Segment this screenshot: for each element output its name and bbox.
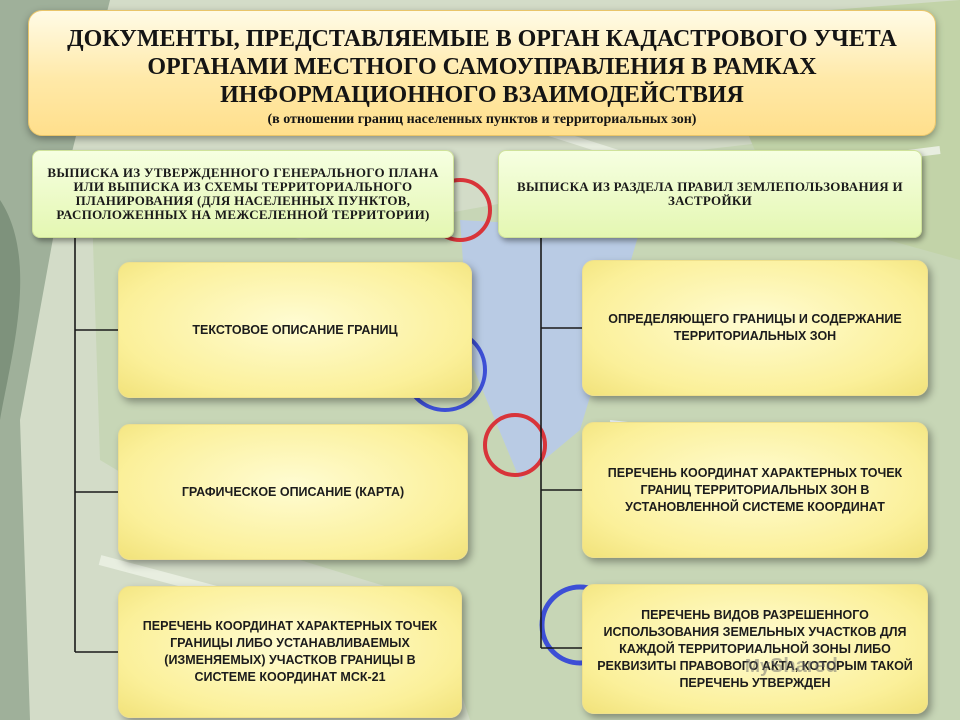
right-item-zone-boundaries: ОПРЕДЕЛЯЮЩЕГО ГРАНИЦЫ И СОДЕРЖАНИЕ ТЕРРИ… xyxy=(582,260,928,396)
left-item-text-description: ТЕКСТОВОЕ ОПИСАНИЕ ГРАНИЦ xyxy=(118,262,472,398)
left-item-coordinates-list: ПЕРЕЧЕНЬ КООРДИНАТ ХАРАКТЕРНЫХ ТОЧЕК ГРА… xyxy=(118,586,462,718)
page-subtitle: (в отношении границ населенных пунктов и… xyxy=(267,112,697,127)
right-column-header: ВЫПИСКА ИЗ РАЗДЕЛА ПРАВИЛ ЗЕМЛЕПОЛЬЗОВАН… xyxy=(498,150,922,238)
right-item-permitted-uses: ПЕРЕЧЕНЬ ВИДОВ РАЗРЕШЕННОГО ИСПОЛЬЗОВАНИ… xyxy=(582,584,928,714)
right-item-zone-coordinates: ПЕРЕЧЕНЬ КООРДИНАТ ХАРАКТЕРНЫХ ТОЧЕК ГРА… xyxy=(582,422,928,558)
left-column-header: ВЫПИСКА ИЗ УТВЕРЖДЕННОГО ГЕНЕРАЛЬНОГО ПЛ… xyxy=(32,150,454,238)
watermark-prefix: My xyxy=(745,656,771,676)
title-banner: ДОКУМЕНТЫ, ПРЕДСТАВЛЯЕМЫЕ В ОРГАН КАДАСТ… xyxy=(28,10,936,136)
page-title: ДОКУМЕНТЫ, ПРЕДСТАВЛЯЕМЫЕ В ОРГАН КАДАСТ… xyxy=(67,26,897,108)
watermark: MyShared xyxy=(745,655,838,678)
left-item-graphic-description: ГРАФИЧЕСКОЕ ОПИСАНИЕ (КАРТА) xyxy=(118,424,468,560)
watermark-brand: Shared xyxy=(770,655,838,677)
